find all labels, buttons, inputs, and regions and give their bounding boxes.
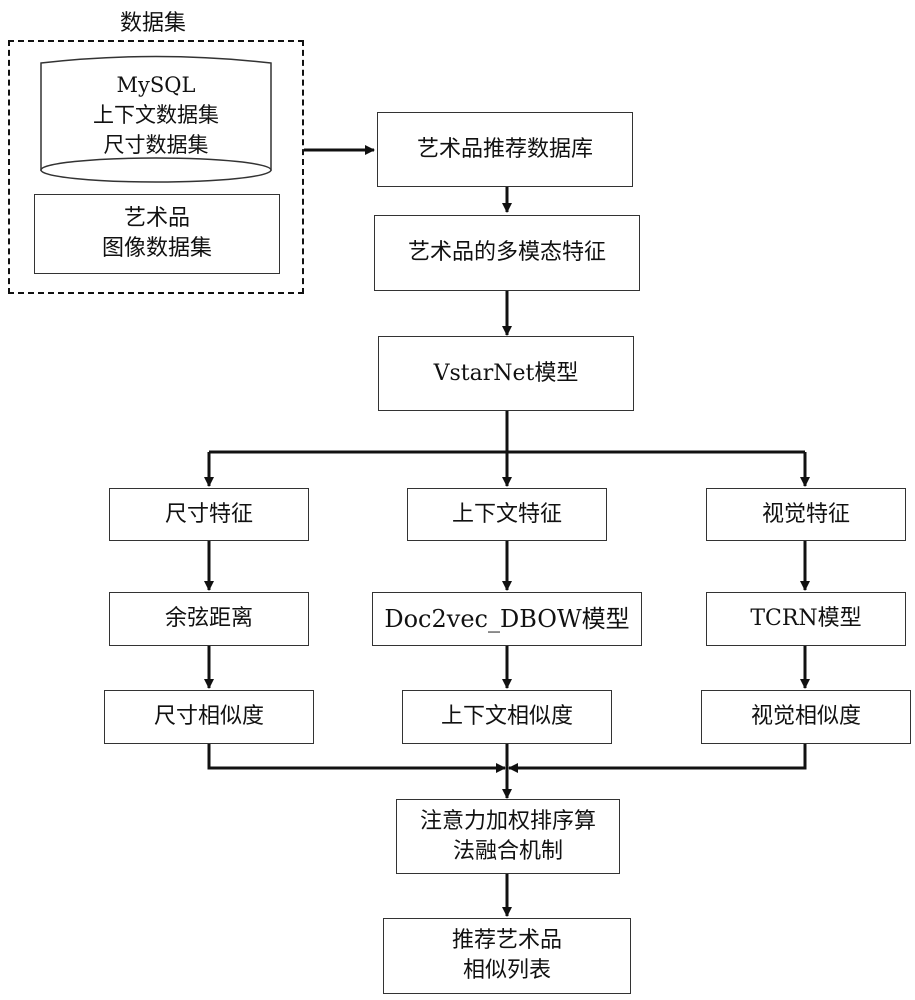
recommend-db-box: 艺术品推荐数据库	[377, 112, 633, 187]
result-line-2: 相似列表	[462, 958, 551, 983]
database-line-2: 上下文数据集	[93, 103, 219, 127]
vstarnet-label: VstarNet模型	[433, 360, 579, 386]
multimodal-features-box: 艺术品的多模态特征	[374, 215, 640, 291]
visual-feature-box: 视觉特征	[706, 488, 906, 541]
context-similarity-box: 上下文相似度	[402, 690, 612, 744]
image-dataset-line-2: 图像数据集	[101, 236, 212, 261]
fusion-line-1: 注意力加权排序算	[419, 808, 596, 834]
recommend-db-label: 艺术品推荐数据库	[416, 136, 593, 162]
context-similarity-label: 上下文相似度	[440, 704, 573, 729]
image-dataset-line-1: 艺术品	[123, 206, 190, 231]
vstarnet-box: VstarNet模型	[378, 336, 634, 411]
result-box: 推荐艺术品 相似列表	[383, 918, 631, 994]
visual-similarity-box: 视觉相似度	[701, 690, 911, 744]
visual-similarity-label: 视觉相似度	[750, 704, 861, 729]
doc2vec-box: Doc2vec_DBOW模型	[372, 592, 642, 646]
result-line-1: 推荐艺术品	[451, 928, 562, 953]
size-feature-label: 尺寸特征	[164, 501, 253, 527]
context-feature-box: 上下文特征	[407, 488, 607, 541]
tcrn-label: TCRN模型	[750, 606, 862, 631]
cosine-distance-label: 余弦距离	[164, 606, 253, 631]
cosine-distance-box: 余弦距离	[109, 592, 309, 646]
doc2vec-label: Doc2vec_DBOW模型	[384, 605, 630, 633]
arrow-sizesim-to-merge	[207, 744, 506, 773]
context-feature-label: 上下文特征	[451, 501, 562, 527]
dataset-group-title: 数据集	[120, 11, 187, 36]
dataset-group-frame	[8, 40, 304, 294]
size-similarity-box: 尺寸相似度	[104, 690, 314, 744]
size-similarity-label: 尺寸相似度	[153, 704, 264, 729]
database-line-3: 尺寸数据集	[103, 133, 209, 157]
database-line-1: MySQL	[116, 73, 196, 97]
multimodal-features-label: 艺术品的多模态特征	[407, 240, 606, 265]
visual-feature-label: 视觉特征	[761, 501, 850, 527]
fusion-box: 注意力加权排序算 法融合机制	[396, 799, 620, 874]
database-cylinder-icon	[40, 55, 272, 183]
size-feature-box: 尺寸特征	[109, 488, 309, 541]
image-dataset-box: 艺术品 图像数据集	[34, 194, 280, 274]
arrow-visualsim-to-merge	[508, 744, 807, 773]
fusion-line-2: 法融合机制	[452, 838, 563, 864]
database-label: MySQL 上下文数据集 尺寸数据集	[40, 70, 272, 160]
tcrn-box: TCRN模型	[706, 592, 906, 646]
